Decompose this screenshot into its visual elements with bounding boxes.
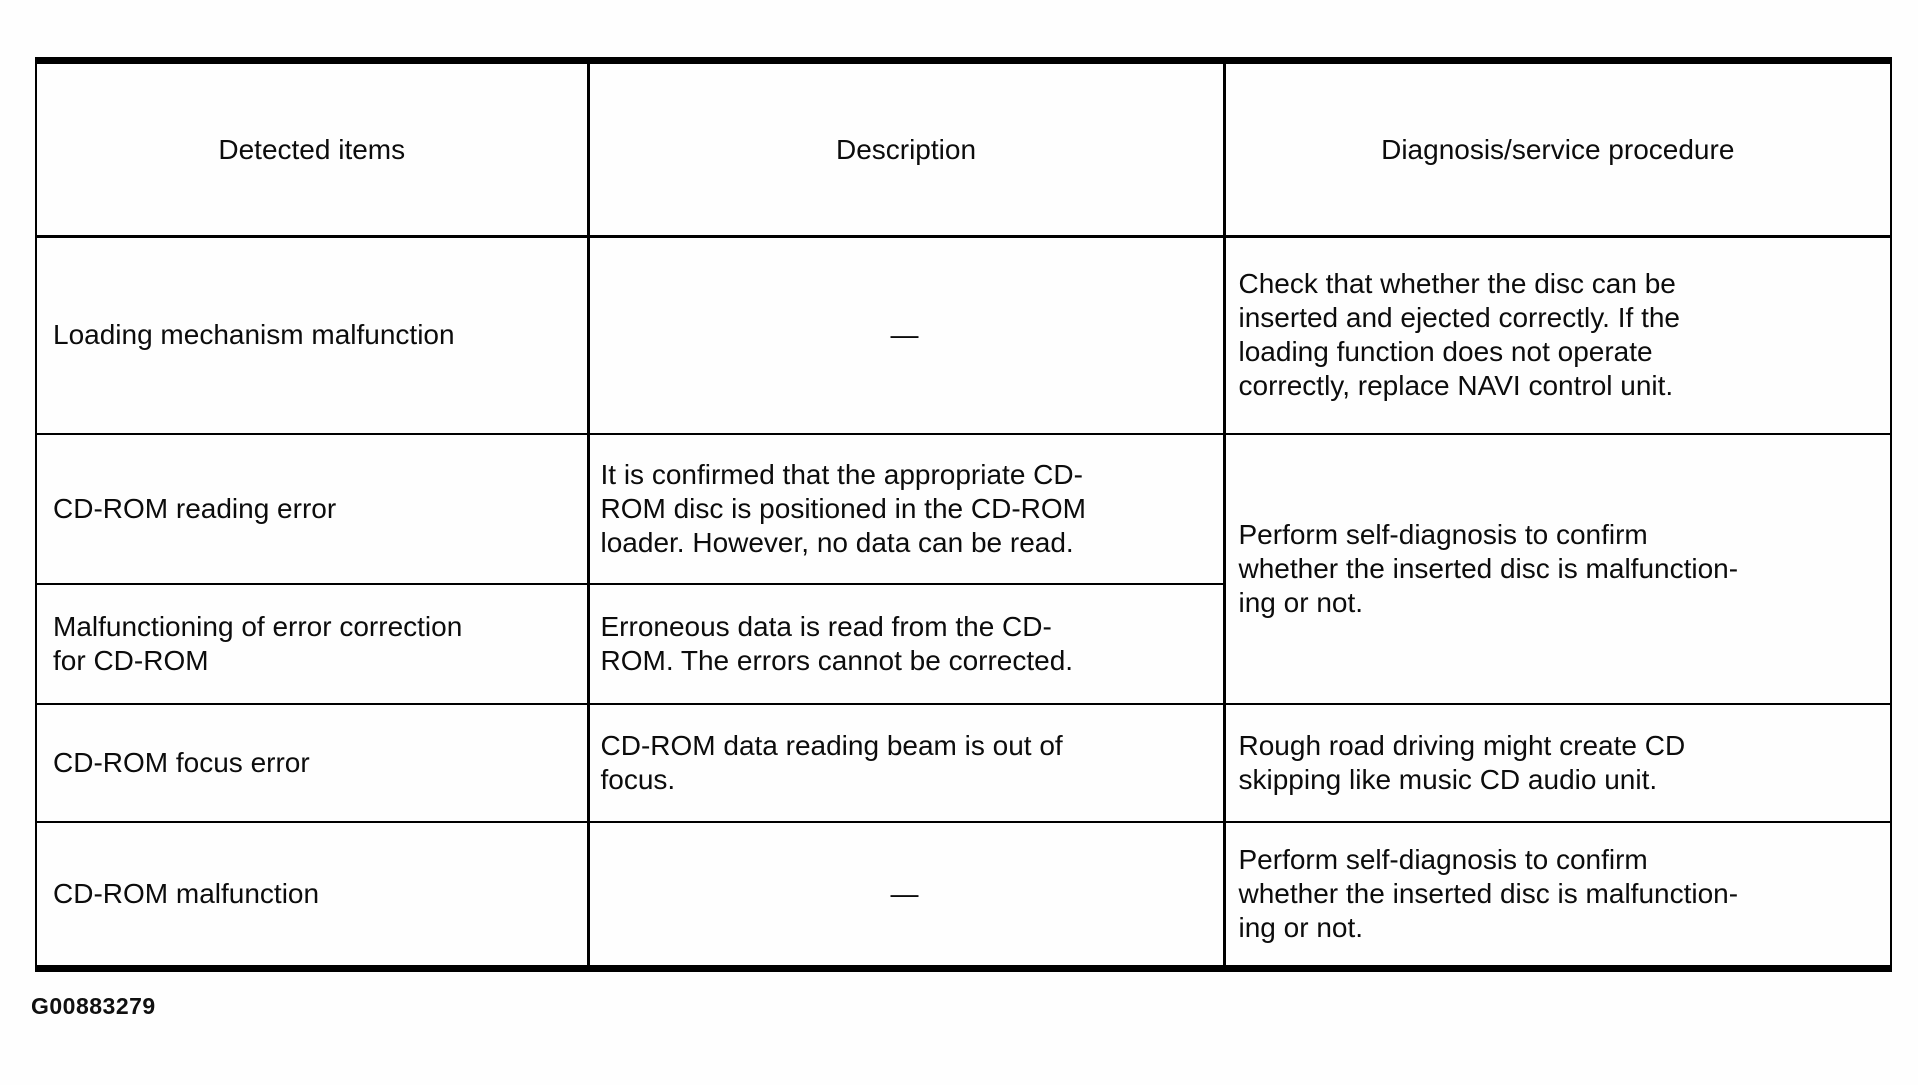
cell-detected-loading-mechanism: Loading mechanism malfunction [35, 235, 589, 435]
cell-description-reading-error: It is confirmed that the appropriate CD-… [586, 432, 1225, 585]
cell-diagnosis-self-diagnosis-merged: Perform self-diagnosis to confirm whethe… [1222, 432, 1892, 705]
diagnostic-table: Detected items Description Diagnosis/ser… [35, 57, 1892, 972]
cell-description-error-correction: Erroneous data is read from the CD- ROM.… [586, 582, 1225, 705]
table-row-focus-error: CD-ROM focus error CD-ROM data reading b… [35, 702, 1892, 823]
table-header-row: Detected items Description Diagnosis/ser… [35, 59, 1892, 238]
column-header-detected-items: Detected items [35, 59, 589, 238]
cell-detected-error-correction: Malfunctioning of error correction for C… [35, 582, 589, 705]
column-header-diagnosis: Diagnosis/service procedure [1222, 59, 1892, 238]
cell-diagnosis-loading-mechanism: Check that whether the disc can be inser… [1222, 235, 1892, 435]
cell-detected-cdrom-malfunction: CD-ROM malfunction [35, 820, 589, 970]
cell-diagnosis-focus-error: Rough road driving might create CD skipp… [1222, 702, 1892, 823]
table-row-error-correction: Malfunctioning of error correction for C… [35, 582, 1891, 705]
column-header-description: Description [586, 59, 1225, 238]
table-row-loading-mechanism: Loading mechanism malfunction — Check th… [35, 235, 1892, 435]
cell-detected-reading-error: CD-ROM reading error [35, 432, 589, 585]
cell-diagnosis-cdrom-malfunction: Perform self-diagnosis to confirm whethe… [1222, 820, 1892, 970]
figure-id-caption: G00883279 [31, 993, 156, 1019]
cell-description-focus-error: CD-ROM data reading beam is out of focus… [586, 702, 1225, 823]
cell-detected-focus-error: CD-ROM focus error [35, 702, 589, 823]
table-row-cdrom-reading-error: CD-ROM reading error It is confirmed tha… [35, 432, 1892, 705]
table-row-cdrom-malfunction: CD-ROM malfunction — Perform self-diagno… [35, 820, 1892, 970]
cell-description-empty-dash: — [586, 235, 1225, 435]
cell-description-empty-dash: — [586, 820, 1225, 970]
